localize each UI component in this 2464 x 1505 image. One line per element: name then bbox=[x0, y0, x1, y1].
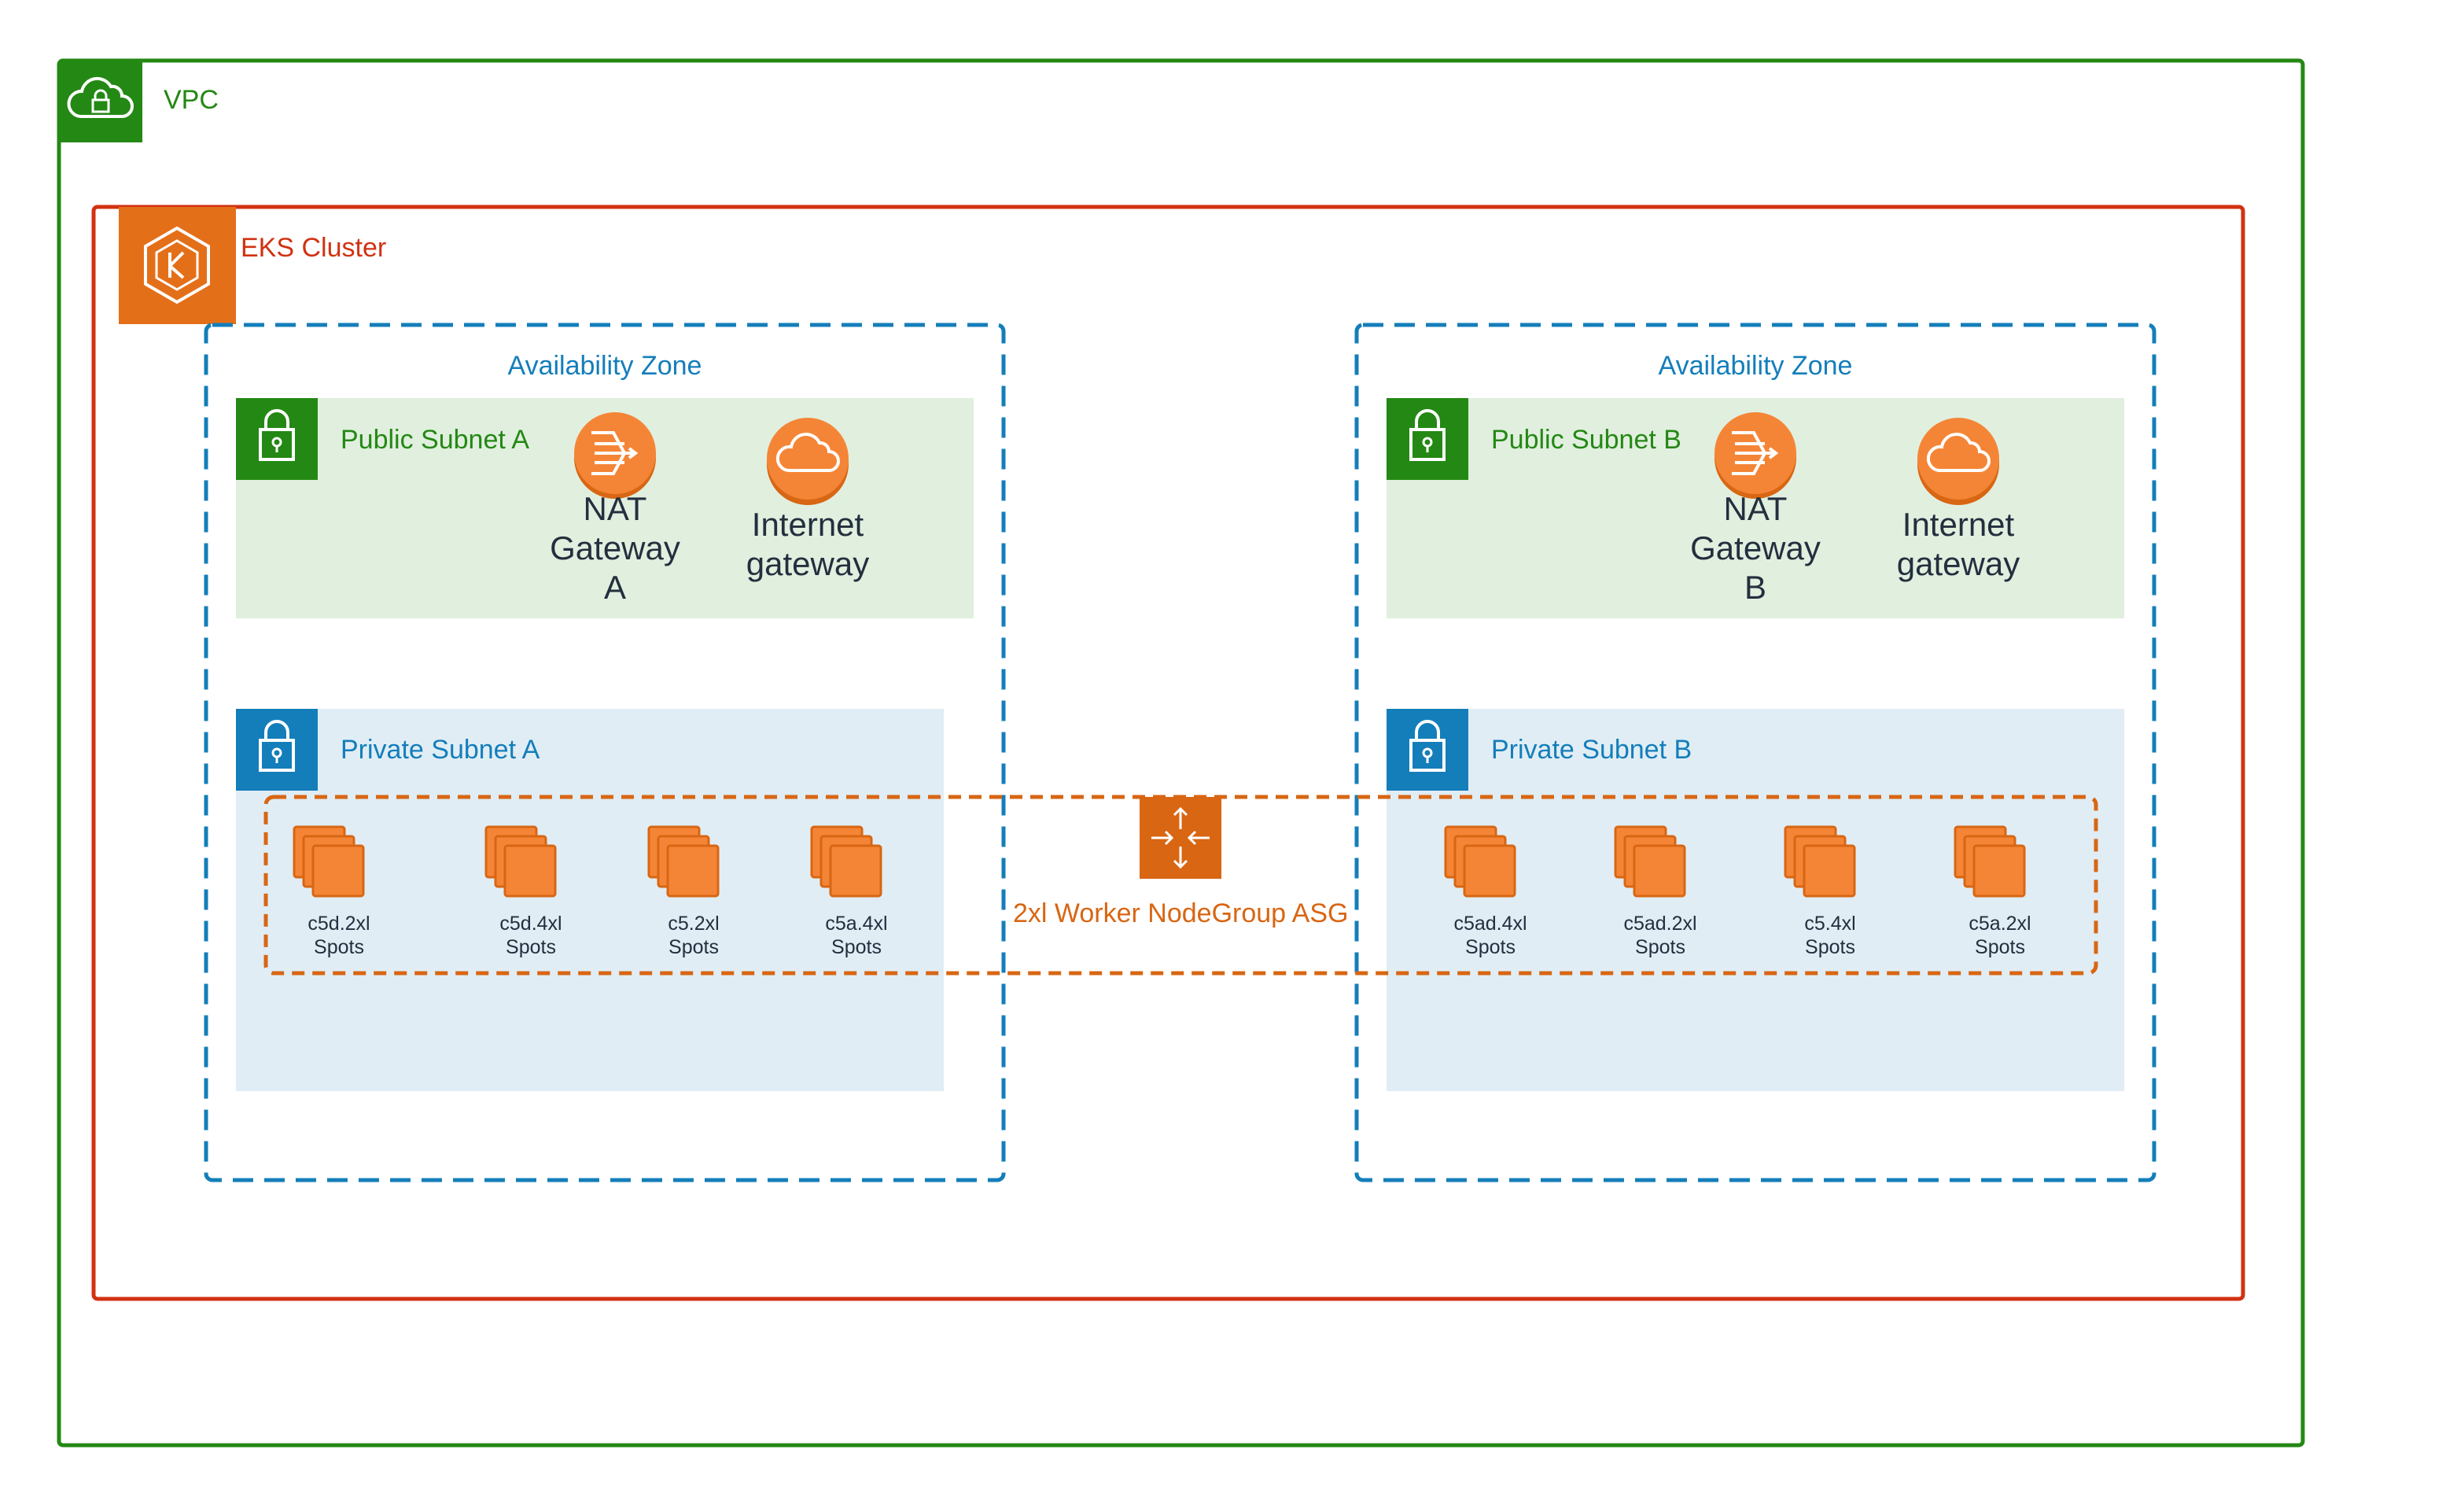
ec2-instances-icon bbox=[1954, 825, 2026, 898]
private-subnet-a-label: Private Subnet A bbox=[341, 735, 540, 765]
instance-label: c5.2xl Spots bbox=[668, 913, 720, 958]
private-subnet-a-lock-icon bbox=[236, 709, 318, 791]
private-subnet-b-label: Private Subnet B bbox=[1491, 735, 1692, 765]
ec2-instances-icon bbox=[810, 825, 882, 898]
eks-kubernetes-icon bbox=[119, 207, 236, 324]
availability-zone-b bbox=[1354, 323, 2156, 1182]
vpc-label: VPC bbox=[164, 85, 219, 115]
eks-cluster-label: EKS Cluster bbox=[241, 233, 387, 263]
ec2-instances-icon bbox=[293, 825, 365, 898]
internet-gateway-b-label: Internet gateway bbox=[1896, 506, 2020, 582]
public-subnet-a-label: Public Subnet A bbox=[341, 425, 530, 455]
ec2-instances-icon bbox=[647, 825, 720, 898]
ec2-instances-icon bbox=[1614, 825, 1686, 898]
nat-gateway-a-label: NAT Gateway A bbox=[550, 490, 680, 606]
internet-gateway-a-label: Internet gateway bbox=[746, 506, 870, 582]
availability-zone-a-label: Availability Zone bbox=[507, 351, 702, 381]
vpc-boundary bbox=[57, 58, 2305, 1448]
public-subnet-b-lock-icon bbox=[1387, 398, 1468, 480]
nat-gateway-a-icon bbox=[574, 412, 656, 499]
nat-gateway-b-icon bbox=[1714, 412, 1796, 499]
public-subnet-a-lock-icon bbox=[236, 398, 318, 480]
eks-cluster-boundary bbox=[91, 205, 2245, 1301]
private-subnet-b-lock-icon bbox=[1387, 709, 1468, 791]
ec2-instances-icon bbox=[1444, 825, 1516, 898]
vpc-cloud-lock-icon bbox=[59, 61, 142, 142]
nat-gateway-b-label: NAT Gateway B bbox=[1690, 490, 1821, 606]
instance-label: c5a.4xl Spots bbox=[825, 913, 888, 958]
internet-gateway-b-icon bbox=[1917, 418, 1999, 505]
public-subnet-b-label: Public Subnet B bbox=[1491, 425, 1681, 455]
instance-label: c5.4xl Spots bbox=[1804, 913, 1856, 958]
instance-label: c5d.2xl Spots bbox=[308, 913, 370, 958]
private-subnet-a bbox=[236, 709, 944, 1091]
auto-scaling-group-icon bbox=[1140, 797, 1221, 879]
instance-label: c5ad.2xl Spots bbox=[1623, 913, 1697, 958]
availability-zone-b-label: Availability Zone bbox=[1658, 351, 1853, 381]
instance-label: c5a.2xl Spots bbox=[1969, 913, 2031, 958]
instance-label: c5ad.4xl Spots bbox=[1453, 913, 1527, 958]
instance-label: c5d.4xl Spots bbox=[499, 913, 562, 958]
availability-zone-a bbox=[204, 323, 1006, 1182]
private-subnet-b bbox=[1387, 709, 2124, 1091]
ec2-instances-icon bbox=[1784, 825, 1856, 898]
asg-label: 2xl Worker NodeGroup ASG bbox=[1013, 898, 1349, 928]
internet-gateway-a-icon bbox=[767, 418, 849, 505]
ec2-instances-icon bbox=[484, 825, 557, 898]
